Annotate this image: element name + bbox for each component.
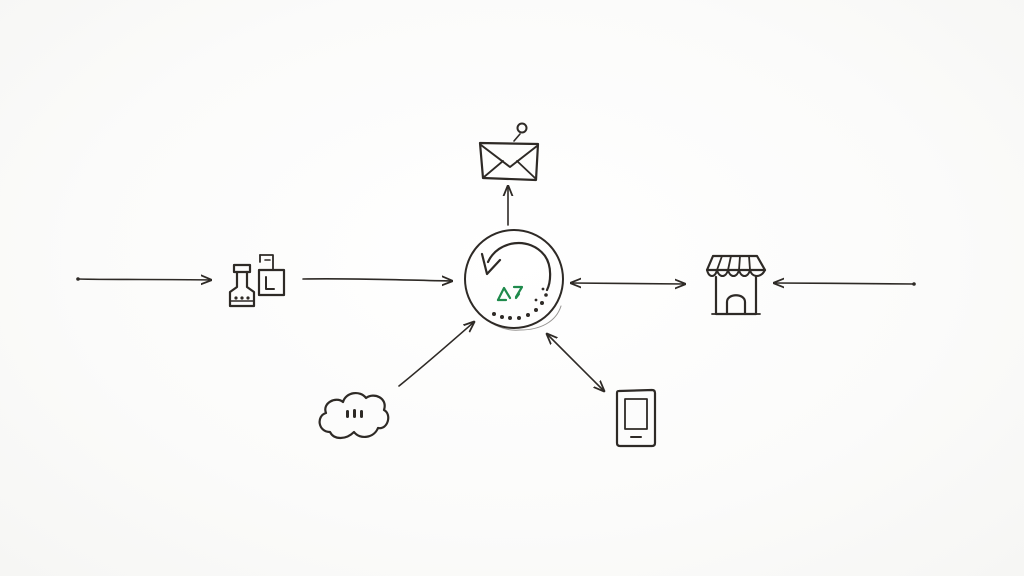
storefront-node [705,254,767,316]
connection-left-to-warehouse [76,277,211,281]
connections [76,186,916,391]
cloud-icon [318,392,390,440]
connection-right-to-storefront [774,282,916,286]
envelope-notification-icon [478,122,540,182]
email-node [478,122,540,182]
cloud-node [318,392,390,440]
warehouse-node [228,254,286,308]
mobile-node [615,388,657,448]
connection-cloud-to-hub [398,322,474,387]
connection-warehouse-to-hub [302,279,452,281]
connection-hub-mobile [547,334,604,391]
storefront-icon [705,254,767,316]
connection-hub-storefront [571,283,685,284]
packages-icon [228,254,286,308]
smartphone-icon [615,388,657,448]
hub-recycle-cycle-icon [464,229,564,331]
